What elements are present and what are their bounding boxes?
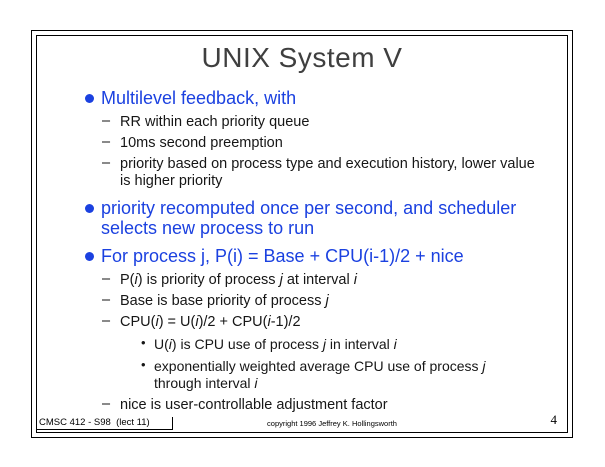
bullet-text: For process j, P(i) = Base + CPU(i-1)/2 … (101, 246, 464, 266)
bullet-text: exponentially weighted average CPU use o… (154, 358, 486, 391)
bullet-item-l2: –priority based on process type and exec… (37, 155, 543, 190)
slide-body: Multilevel feedback, with–RR within each… (37, 88, 567, 414)
bullet-item-l2: –RR within each priority queue (37, 113, 543, 131)
bullet-text: priority recomputed once per second, and… (101, 198, 517, 238)
sub-bullet-icon: • (141, 357, 146, 372)
bullet-text: U(i) is CPU use of process j in interval… (154, 336, 397, 352)
bullet-text: priority based on process type and execu… (120, 156, 535, 189)
slide-outer-frame: UNIX System V Multilevel feedback, with –… (31, 30, 573, 438)
bullet-text: Multilevel feedback, with (101, 88, 297, 108)
footer-copyright: copyright 1996 Jeffrey K. Hollingsworth (267, 419, 397, 428)
bullet-item-l2: –Base is base priority of process j (37, 292, 543, 310)
slide-inner-frame: UNIX System V Multilevel feedback, with –… (36, 35, 568, 433)
dash-icon: – (102, 113, 111, 129)
bullet-item-l3: • U(i) is CPU use of process j in interva… (37, 335, 543, 353)
sub-bullet-icon: • (141, 335, 146, 350)
bullet-item-l2: –10ms second preemption (37, 134, 543, 152)
page-number: 4 (550, 412, 558, 427)
bullet-dot-icon (85, 94, 94, 103)
bullet-item-l1: priority recomputed once per second, and… (37, 198, 543, 238)
slide-title: UNIX System V (201, 42, 403, 73)
dash-icon: – (102, 292, 111, 308)
bullet-item-l1: For process j, P(i) = Base + CPU(i-1)/2 … (37, 246, 543, 266)
dash-icon: – (102, 271, 111, 287)
bullet-item-l3: • exponentially weighted average CPU use … (37, 357, 543, 392)
bullet-text: P(i) is priority of process j at interva… (120, 272, 357, 288)
bullet-text: nice is user-controllable adjustment fac… (120, 397, 388, 413)
footer-course-label: CMSC 412 - S98 (lect 11) (37, 417, 173, 430)
bullet-text: 10ms second preemption (120, 135, 283, 151)
bullet-item-l2: –P(i) is priority of process j at interv… (37, 271, 543, 289)
bullet-text: RR within each priority queue (120, 114, 310, 130)
bullet-item-l2: –CPU(i) = U(i)/2 + CPU(i-1)/2 (37, 313, 543, 331)
dash-icon: – (102, 155, 111, 171)
bullet-text: CPU(i) = U(i)/2 + CPU(i-1)/2 (120, 314, 301, 330)
bullet-item-l1: Multilevel feedback, with (37, 88, 543, 108)
bullet-item-l2: –nice is user-controllable adjustment fa… (37, 396, 543, 414)
bullet-text: Base is base priority of process j (120, 293, 329, 309)
bullet-dot-icon (85, 204, 94, 213)
dash-icon: – (102, 313, 111, 329)
bullet-dot-icon (85, 252, 94, 261)
dash-icon: – (102, 134, 111, 150)
dash-icon: – (102, 396, 111, 412)
